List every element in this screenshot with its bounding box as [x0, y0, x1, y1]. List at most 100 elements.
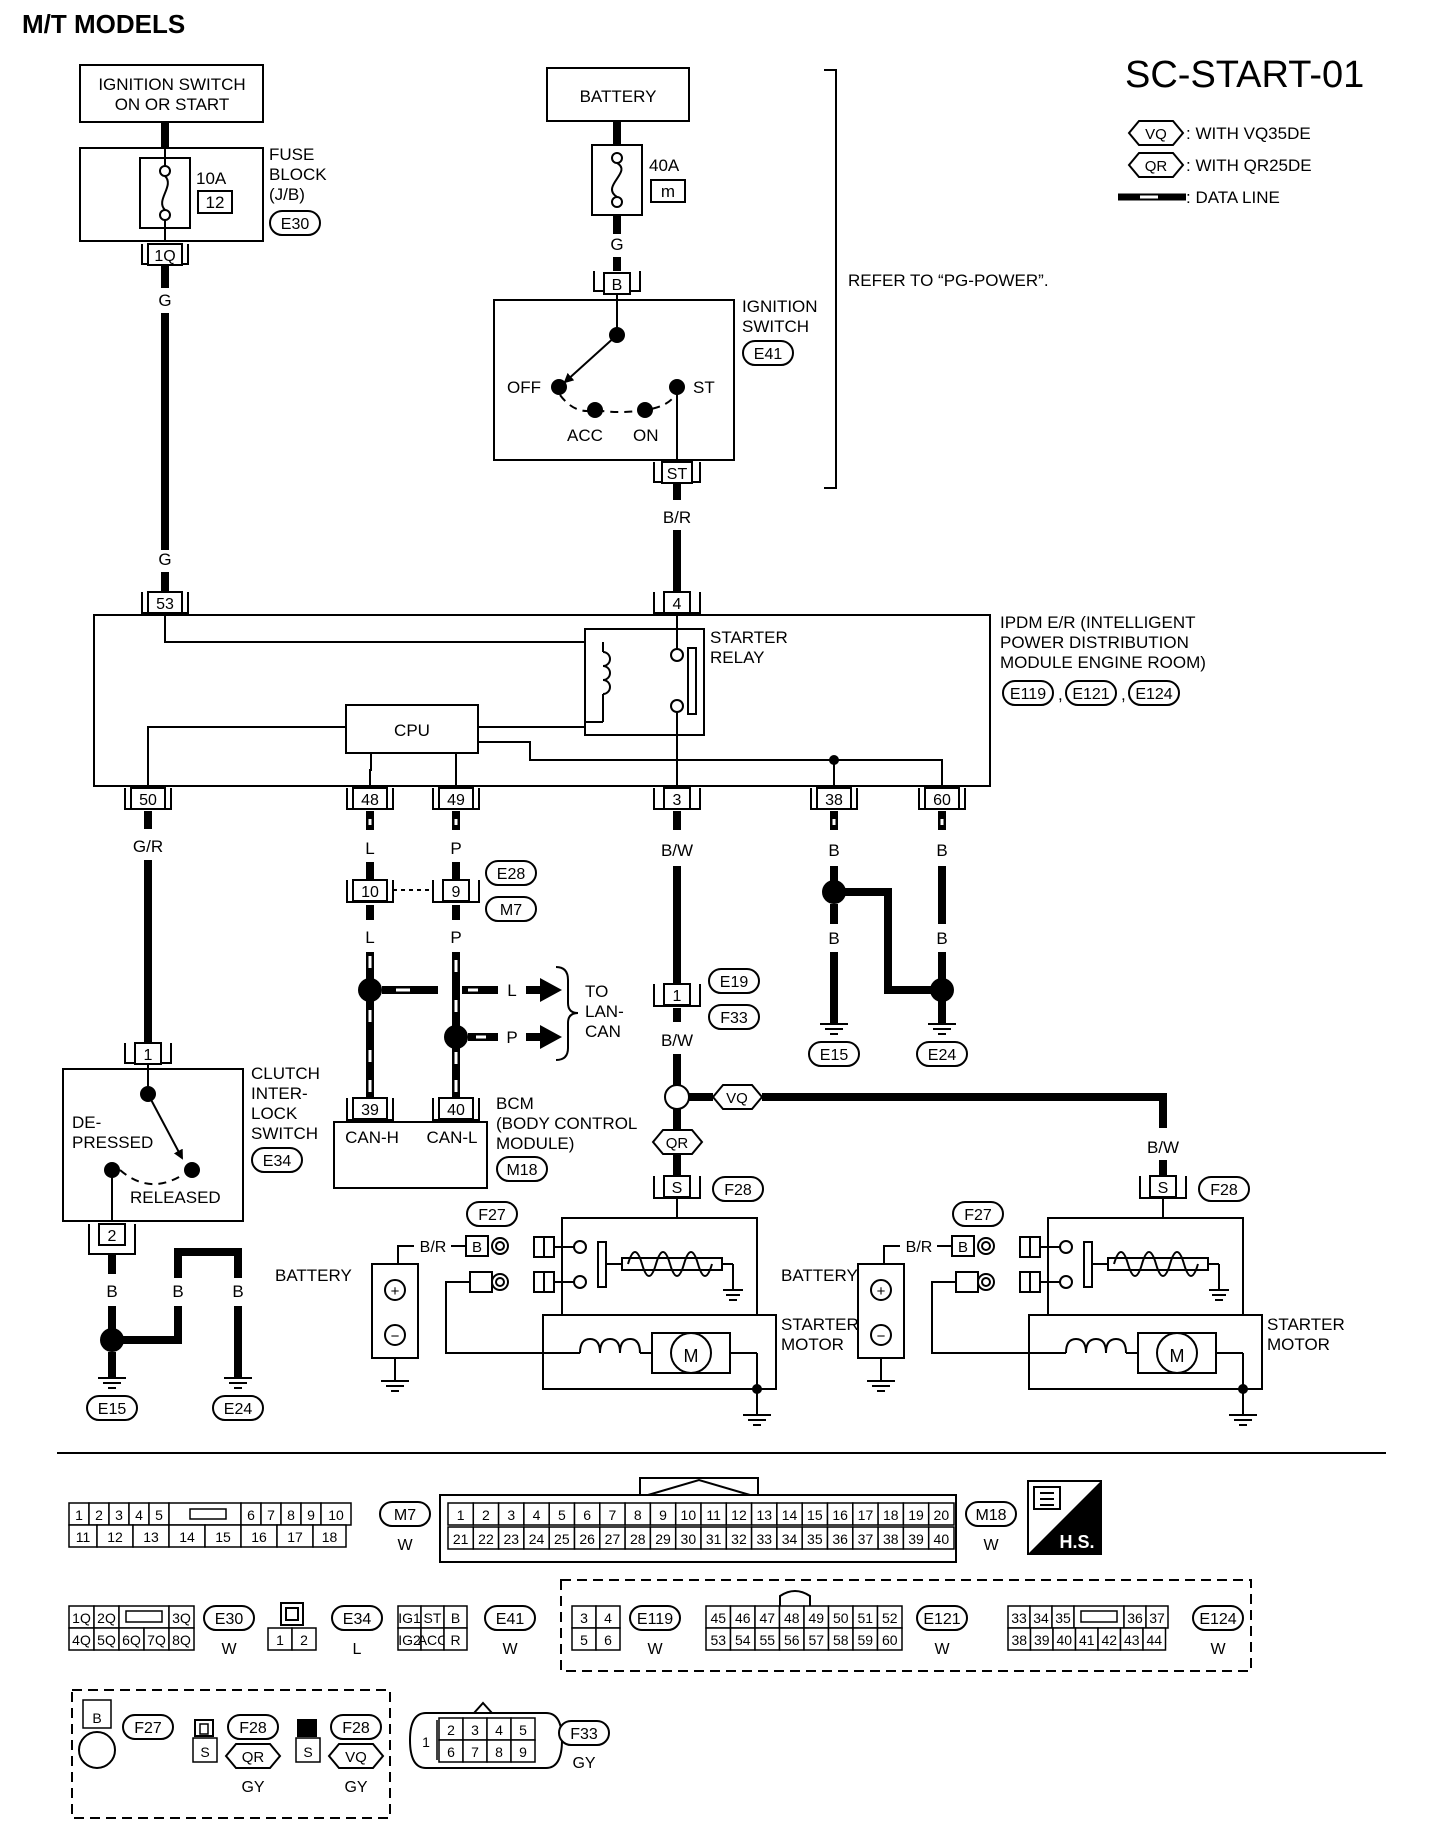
connector-view-f28-vq-variant-shape — [327, 1743, 385, 1769]
e124-pin-40: 40 — [1056, 1632, 1072, 1648]
starter-vq-f27: F27 — [964, 1207, 992, 1224]
variant-split-point — [664, 1084, 690, 1110]
e124-pin-37: 37 — [1149, 1610, 1165, 1626]
f27-pin-b: B — [92, 1710, 101, 1726]
ipdm-terminal-49: 49 — [447, 792, 465, 809]
e121-pin-45: 45 — [710, 1610, 726, 1626]
e119-pin-5: 5 — [580, 1632, 588, 1648]
f33-pin-8: 8 — [495, 1744, 503, 1760]
ground-e24: E24 — [928, 1047, 957, 1064]
ipdm-label-3: MODULE ENGINE ROOM) — [1000, 653, 1206, 672]
m18-pin-23: 23 — [503, 1531, 519, 1547]
m7-pin-18: 18 — [322, 1529, 338, 1545]
starter-vq-battery-minus: − — [877, 1328, 886, 1345]
starter-qr-battery-wire: B/R — [420, 1239, 447, 1256]
ipdm-terminal-48: 48 — [361, 792, 379, 809]
f28-qr-pin-s: S — [200, 1744, 209, 1760]
m18-pin-21: 21 — [453, 1531, 469, 1547]
wire-label-bw-top: B/W — [661, 841, 693, 860]
starter-vq-motor-m: M — [1170, 1346, 1185, 1366]
m18-pin-17: 17 — [858, 1507, 874, 1523]
battery-box-label: BATTERY — [580, 87, 657, 106]
clutch-depressed-2: PRESSED — [72, 1133, 153, 1152]
e30-pin-5Q: 5Q — [97, 1632, 116, 1648]
connector-e41: E41 — [754, 346, 783, 363]
legend-data-line-text: : DATA LINE — [1186, 188, 1280, 207]
clutch-pin-2-box — [98, 1223, 126, 1246]
connector-view-m18: M18 — [975, 1507, 1006, 1524]
starter-qr-terminal-s: S — [672, 1180, 683, 1197]
bcm-box — [333, 1121, 488, 1189]
m7-pin-12: 12 — [107, 1529, 123, 1545]
ipdm-terminal-50: 50 — [139, 792, 157, 809]
ignition-terminal-b: B — [612, 277, 623, 294]
connector-view-f27: F27 — [134, 1720, 162, 1737]
connector-e30: E30 — [281, 216, 310, 233]
m18-pin-36: 36 — [832, 1531, 848, 1547]
m18-pin-12: 12 — [731, 1507, 747, 1523]
m7-pin-4: 4 — [135, 1507, 143, 1523]
connector-view-e124-tag — [1192, 1605, 1244, 1631]
m18-pin-26: 26 — [579, 1531, 595, 1547]
connector-view-e41: E41 — [496, 1611, 525, 1628]
m18-pin-33: 33 — [756, 1531, 772, 1547]
fusible-link-icon — [591, 144, 643, 216]
m18-pin-9: 9 — [659, 1507, 667, 1523]
ground-e15: E15 — [820, 1047, 849, 1064]
m18-pin-14: 14 — [782, 1507, 798, 1523]
bcm-label-2: (BODY CONTROL — [496, 1114, 637, 1133]
ipdm-connector-group — [560, 1579, 1252, 1672]
e30-pin-6Q: 6Q — [122, 1632, 141, 1648]
m18-pin-18: 18 — [883, 1507, 899, 1523]
ipdm-box — [93, 614, 991, 787]
e121-pin-52: 52 — [882, 1610, 898, 1626]
vq-tag-shape — [1127, 120, 1185, 146]
ignition-switch-label-2: SWITCH — [742, 317, 809, 336]
connector-tag-m7 — [485, 896, 537, 922]
m7-pin-8: 8 — [287, 1507, 295, 1523]
bcm-pin-40: 40 — [447, 1102, 465, 1119]
terminal-1q-box — [147, 243, 183, 266]
m18-pin-4: 4 — [533, 1507, 541, 1523]
starter-motor-vq: S F28 M — [781, 1175, 1345, 1426]
connector-tag-e19 — [708, 968, 760, 994]
m7-pin-9: 9 — [307, 1507, 315, 1523]
harness-pin-1-box — [663, 983, 691, 1006]
ipdm-terminal-53: 53 — [156, 596, 174, 613]
bcm-label-3: MODULE) — [496, 1134, 574, 1153]
m18-pin-8: 8 — [634, 1507, 642, 1523]
ipdm-label-2: POWER DISTRIBUTION — [1000, 633, 1189, 652]
ignition-terminal-st-box — [661, 461, 693, 484]
cpu-box — [345, 704, 479, 754]
wire-label-br: B/R — [663, 508, 691, 527]
e121-pin-56: 56 — [784, 1632, 800, 1648]
connector-view-f33-color: GY — [572, 1755, 595, 1772]
page-header: M/T MODELS — [22, 9, 185, 39]
m7-pin-11: 11 — [76, 1529, 91, 1545]
bcm-pin-39: 39 — [361, 1102, 379, 1119]
connector-view-e30-tag — [203, 1605, 255, 1631]
lan-can-label-1: TO — [585, 982, 608, 1001]
connector-m7: M7 — [500, 902, 522, 919]
wire-label-b-38-bottom: B — [828, 929, 839, 948]
m18-pin-2: 2 — [482, 1507, 490, 1523]
m18-pin-11: 11 — [706, 1507, 721, 1523]
connector-e124: E124 — [1135, 686, 1172, 703]
fusible-link-number-box — [650, 179, 686, 203]
starter-qr-battery-plus: + — [391, 1283, 400, 1300]
e41-pin-B: B — [451, 1610, 460, 1626]
e124-pin-38: 38 — [1011, 1632, 1027, 1648]
e121-pin-49: 49 — [808, 1610, 824, 1626]
m18-pin-31: 31 — [706, 1531, 722, 1547]
clutch-label-2: INTER- — [251, 1084, 308, 1103]
e124-pin-41: 41 — [1079, 1632, 1095, 1648]
lan-can-label-3: CAN — [585, 1022, 621, 1041]
e34-pin-2: 2 — [300, 1632, 308, 1648]
f33-pin-3: 3 — [471, 1722, 479, 1738]
e41-pin-ST: ST — [424, 1610, 442, 1626]
ipdm-terminal-4-box — [663, 591, 691, 614]
connector-tag-e28 — [485, 860, 537, 886]
connector-e119: E119 — [1010, 686, 1046, 703]
m18-pin-32: 32 — [731, 1531, 747, 1547]
